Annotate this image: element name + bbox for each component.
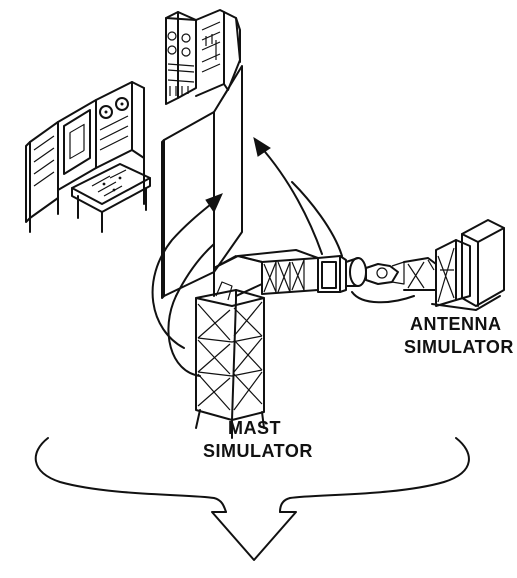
- mast-label-line1: MAST: [228, 418, 281, 438]
- antenna-label-line1: ANTENNA: [410, 314, 502, 334]
- mast-label-line2: SIMULATOR: [203, 441, 313, 461]
- waveguide-assembly: [214, 250, 436, 302]
- antenna-simulator-box: [432, 220, 504, 310]
- antenna-label-line2: SIMULATOR: [404, 337, 514, 357]
- equipment-racks: [166, 10, 240, 104]
- control-console: [26, 82, 150, 232]
- mast-simulator-tower: [196, 282, 264, 438]
